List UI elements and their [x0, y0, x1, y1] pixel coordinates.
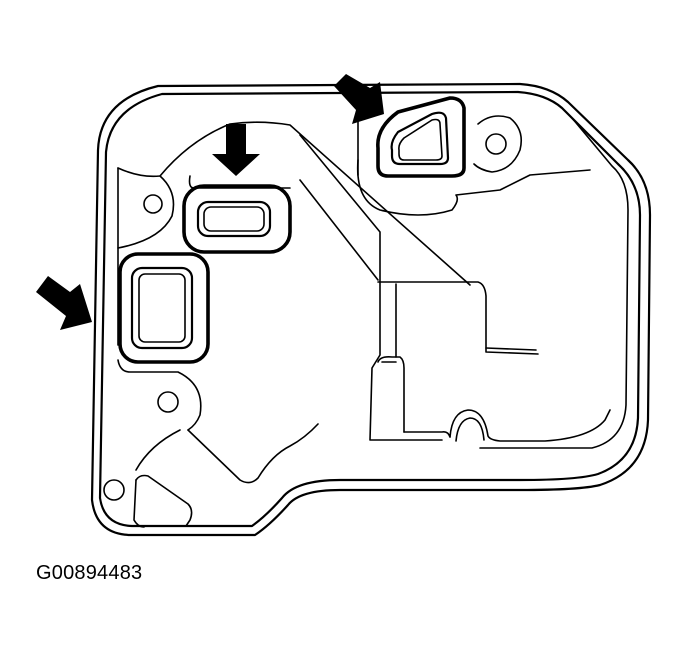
- diagram-canvas: [36, 74, 652, 537]
- seal-rect-left: [117, 252, 210, 431]
- inner-body: [117, 121, 611, 442]
- arrow-top-center-icon: [212, 124, 260, 176]
- arrow-top-right-icon: [334, 74, 384, 124]
- gasket-diagram: [36, 74, 652, 537]
- lower-left-region: [103, 423, 319, 528]
- seal-triangular: [356, 96, 591, 216]
- seal-rect-upper: [117, 175, 292, 254]
- figure-code: G00894483: [36, 562, 143, 584]
- arrow-left-icon: [36, 276, 92, 330]
- housing-outline: [90, 82, 652, 537]
